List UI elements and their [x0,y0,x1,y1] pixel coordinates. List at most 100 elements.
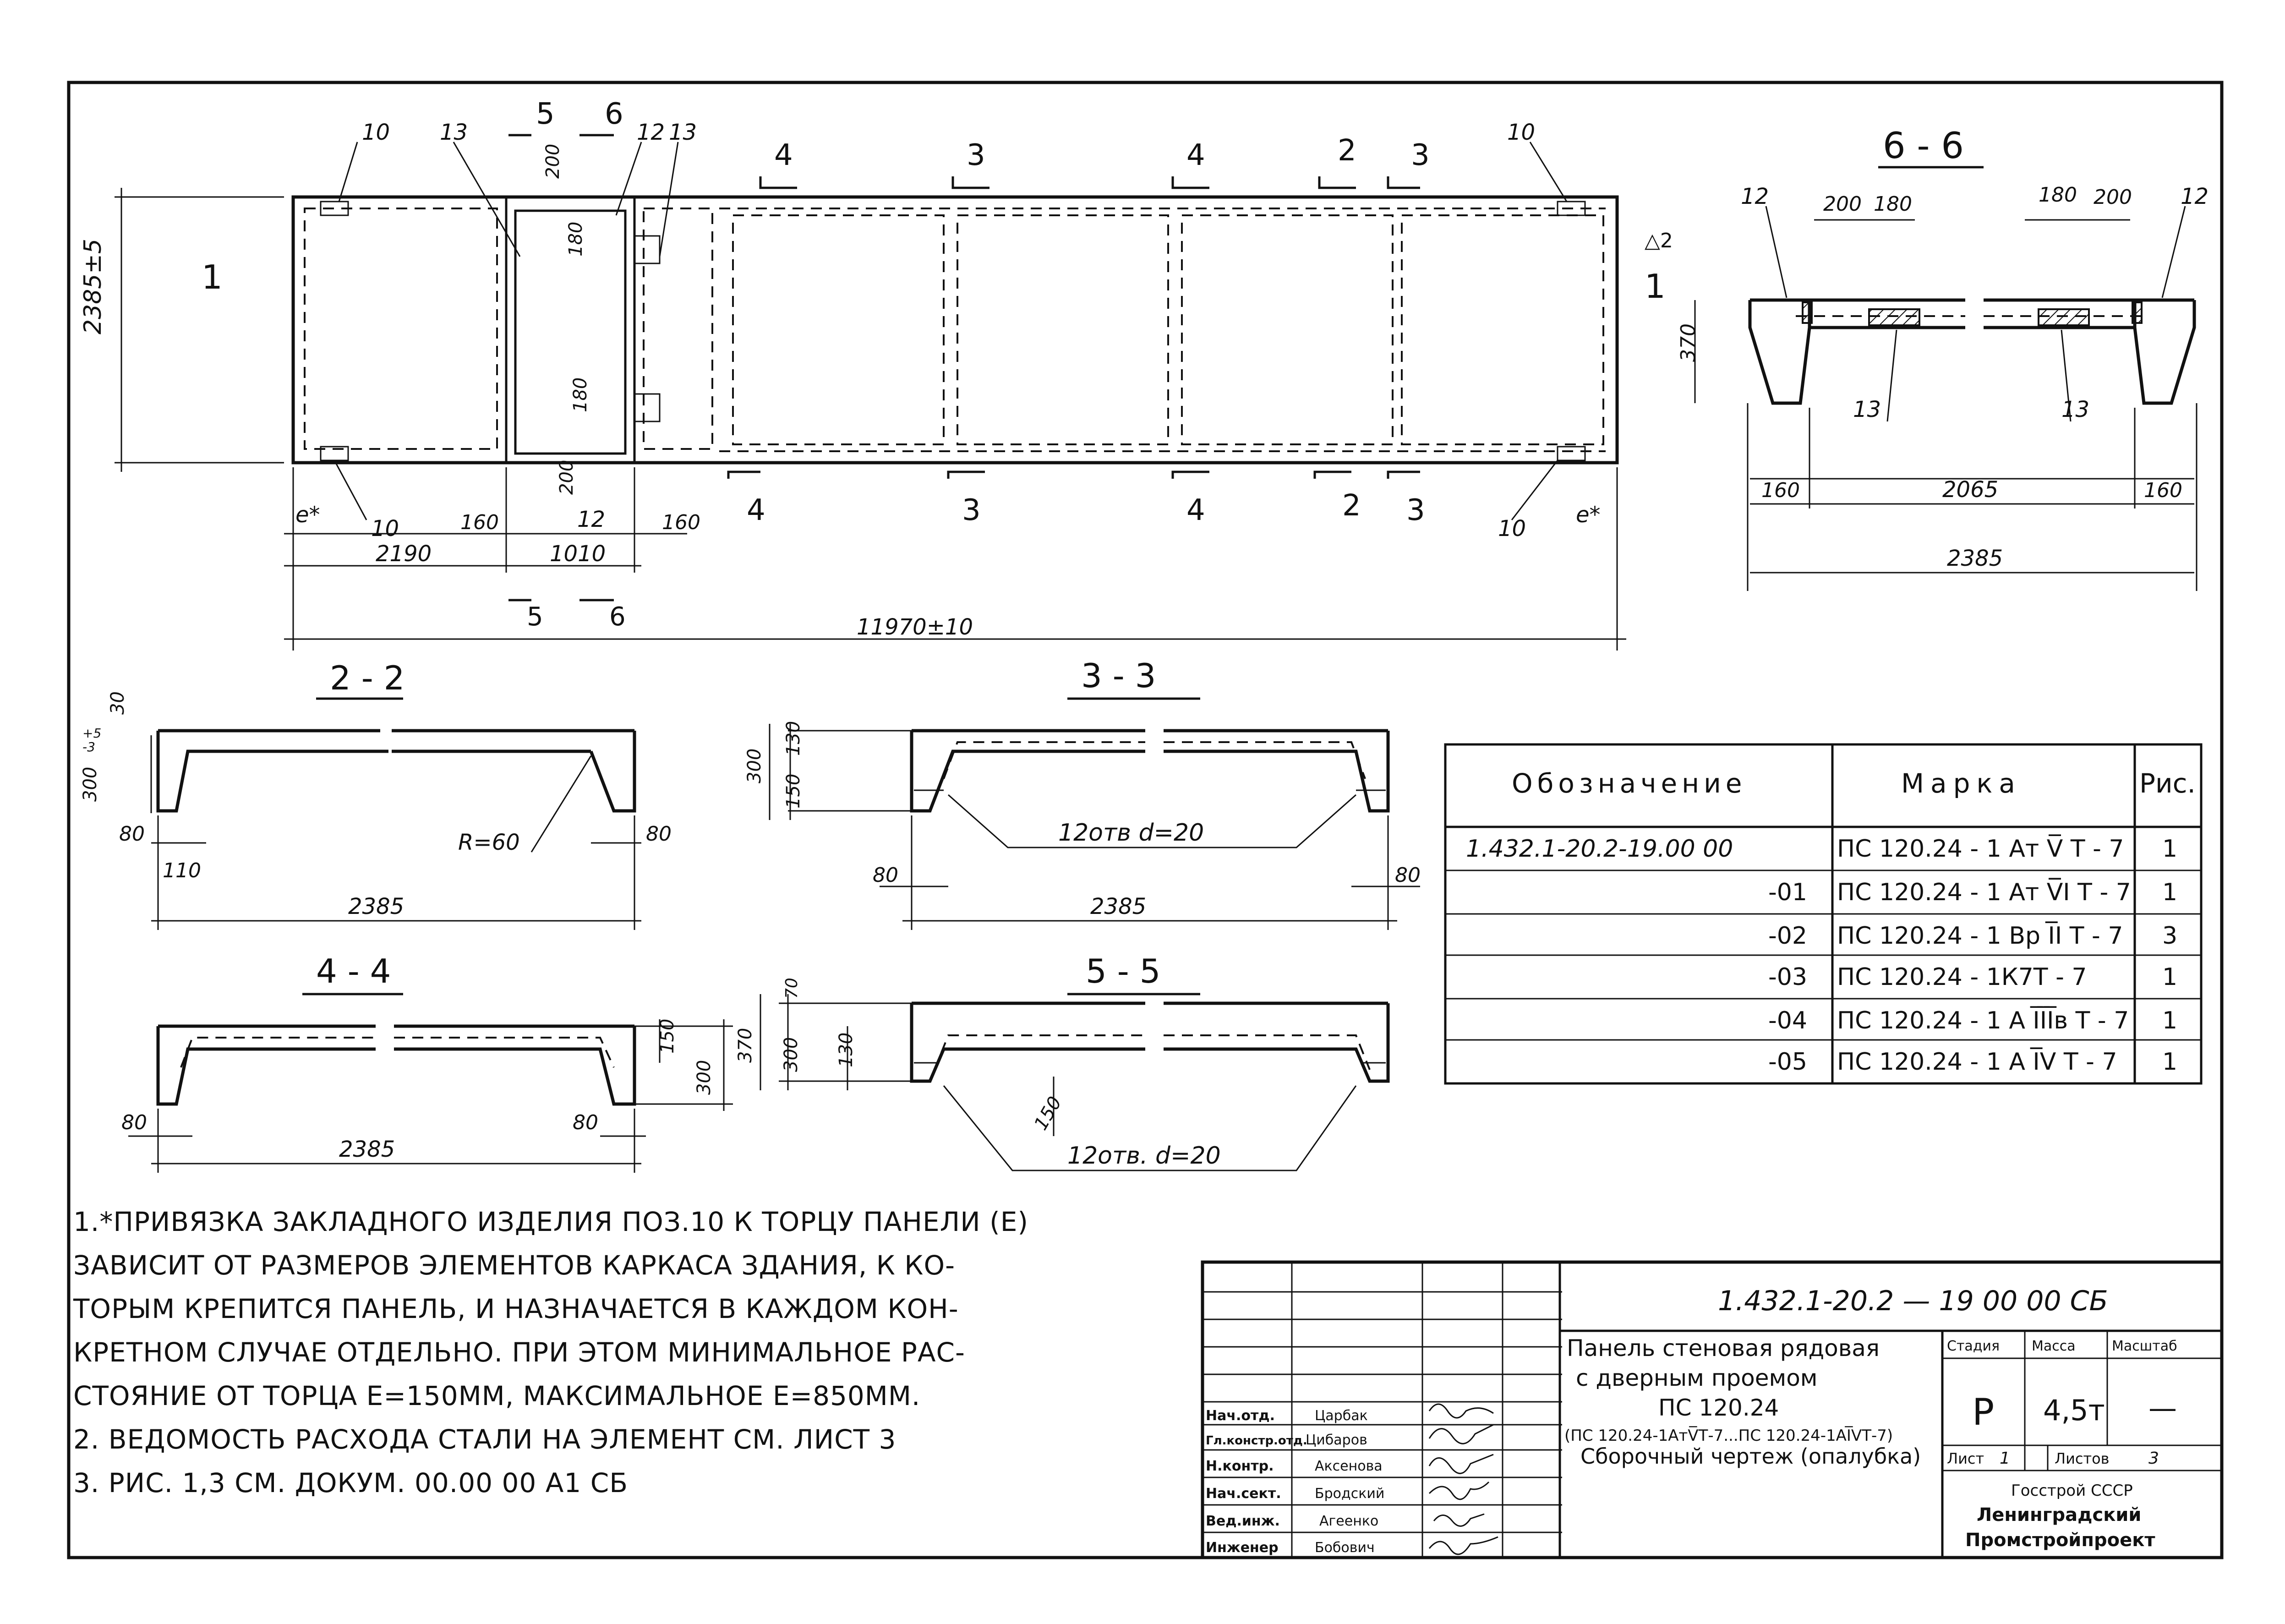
section-mark-6-top: 6 [605,97,623,131]
section-3-3-title: 3 - 3 [1081,656,1156,695]
callout-10-top-right: 10 [1507,120,1535,145]
dim-80-right: 80 [646,822,672,846]
dim-200-right: 200 [2094,186,2132,209]
dim-200-bottom: 200 [556,460,577,495]
dim-30: 30 [107,691,128,715]
dim-e-left: e* [295,502,320,528]
scale-value: — [2148,1391,2177,1425]
dim-180-bottom: 180 [570,377,591,412]
callout-12-top: 12 [637,120,665,145]
doc-code: 1.432.1-20.2 — 19 00 00 СБ [1718,1285,2108,1317]
mass-value: 4,5т [2043,1394,2105,1427]
section-mark-2-bottom: 2 [1342,489,1361,523]
org-line-2: Ленинградский [1977,1504,2141,1526]
dim-panel-height: 2385±5 [79,239,107,334]
dim-80-right: 80 [1395,864,1421,887]
dim-tol-minus: -3 [82,739,95,755]
callout-13-right: 13 [2061,397,2089,422]
section-4-4-title: 4 - 4 [316,952,391,990]
row-2-mark: ПС 120.24 - 1 Вр I̅I Т - 7 [1837,921,2123,950]
dim-2190: 2190 [376,541,432,567]
dim-150: 150 [1030,1093,1066,1134]
holes-label: 12отв d=20 [1058,819,1204,847]
row-5-designation: -05 [1768,1048,1807,1076]
staff-role-4: Вед.инж. [1206,1513,1280,1529]
header-designation: Обозначение [1512,768,1746,799]
dim-e-right: e* [1576,502,1601,528]
dim-300: 300 [694,1060,715,1095]
note-line: зависит от размеров элементов каркаса зд… [73,1250,956,1281]
section-mark-4-top-a: 4 [774,138,793,172]
dim-2385: 2385 [339,1137,395,1162]
section-mark-3-top-a: 3 [967,138,985,172]
row-0-mark: ПС 120.24 - 1 Ат V̅ Т - 7 [1837,834,2124,863]
sheet-label: Лист [1947,1450,1984,1467]
row-3-designation: -03 [1768,963,1807,991]
dim-160-right: 160 [2144,479,2182,502]
dim-80-left: 80 [121,1111,147,1134]
dim-150: 150 [657,1019,678,1054]
row-4-fig: 1 [2162,1007,2177,1034]
dim-80-left: 80 [119,822,145,846]
section-mark-5-top: 5 [536,97,555,131]
section-2-2-title: 2 - 2 [330,659,405,697]
row-5-fig: 1 [2162,1048,2177,1076]
signature-2 [1428,1454,1494,1474]
header-mark: Марка [1901,768,2022,799]
scale-label: Масштаб [2112,1338,2177,1354]
row-2-designation: -02 [1768,922,1807,950]
view-note: △2 [1645,229,1673,252]
section-6-6-title: 6 - 6 [1883,126,1964,167]
dim-180-top: 180 [565,222,586,257]
callout-12-bottom: 12 [577,507,605,532]
staff-name-0: Царбак [1315,1408,1368,1424]
row-4-designation: -04 [1768,1007,1807,1034]
mass-label: Масса [2032,1338,2076,1354]
section-mark-1-left: 1 [202,258,223,296]
sheets-value: 3 [2148,1449,2159,1468]
callout-10-top-left: 10 [362,120,390,145]
row-5-mark: ПС 120.24 - 1 А I̅V Т - 7 [1837,1047,2117,1076]
callout-12-right: 12 [2181,184,2208,209]
name-line-5: Сборочный чертеж (опалубка) [1580,1444,1921,1469]
section-mark-2-top: 2 [1338,134,1356,168]
row-0-designation: 1.432.1-20.2-19.00 00 [1466,835,1733,863]
dim-2385: 2385 [348,894,404,919]
section-mark-4-bottom-b: 4 [1186,493,1205,527]
callout-13-left: 13 [440,120,468,145]
staff-name-3: Бродский [1315,1486,1384,1502]
staff-name-1: Цибаров [1306,1432,1367,1448]
section-mark-5-bottom: 5 [527,602,543,632]
note-line: 1.*Привязка закладного изделия поз.10 к … [73,1206,1029,1237]
dim-300: 300 [80,767,101,802]
note-line: кретном случае отдельно. При этом минима… [73,1337,965,1368]
dim-160-left: 160 [1761,479,1800,502]
dim-panel-length: 11970±10 [857,614,973,640]
title-block: 1.432.1-20.2 — 19 00 00 СБ Панель стенов… [1201,1260,2224,1559]
stage-value: Р [1972,1391,1994,1433]
row-0-fig: 1 [2162,835,2177,863]
callout-12-left: 12 [1741,184,1769,209]
dim-180-left: 180 [1874,192,1912,216]
dim-200-top: 200 [542,144,563,179]
dim-80-right: 80 [573,1111,598,1134]
sheet-frame [67,81,2224,1559]
notes-block: 1.*Привязка закладного изделия поз.10 к … [73,1200,1173,1505]
section-mark-1-right: 1 [1645,267,1666,306]
dim-160-a: 160 [460,511,499,534]
note-line: 3. Рис. 1,3 см. докум. 00.00 00 А1 СБ [73,1467,629,1498]
dim-370: 370 [735,1028,756,1063]
dim-130: 130 [836,1033,857,1067]
callout-13-left: 13 [1853,397,1881,422]
sheets-label: Листов [2055,1450,2110,1467]
dim-200-left: 200 [1823,192,1862,216]
signature-3 [1428,1481,1490,1500]
dim-160-b: 160 [662,511,700,534]
stage-label: Стадия [1947,1338,2000,1354]
section-2-2: 2 - 2 30 300 +5 -3 80 110 R=60 80 2385 [80,659,672,930]
section-mark-3-bottom-a: 3 [962,493,981,527]
dim-tol-plus: +5 [82,726,101,741]
section-mark-4-bottom-a: 4 [747,493,765,527]
section-mark-6-bottom: 6 [609,602,626,632]
